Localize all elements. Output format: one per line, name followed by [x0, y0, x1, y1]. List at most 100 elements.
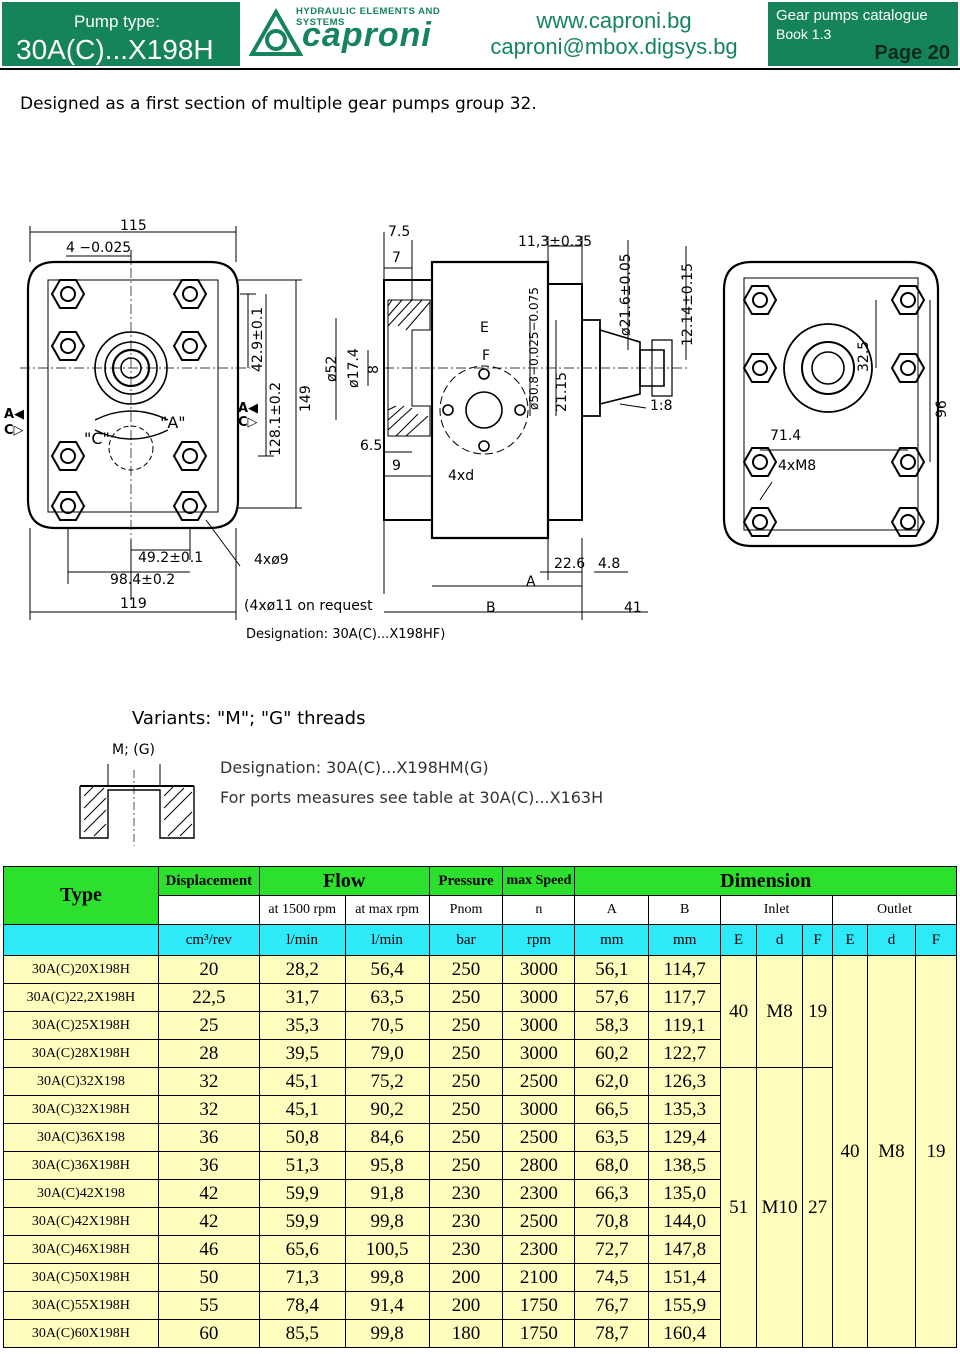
cell-p: 250 — [428, 1067, 504, 1096]
cell-p: 230 — [428, 1207, 504, 1236]
pump-type-box: Pump type: 30A(C)...X198H — [2, 2, 240, 66]
sub-b: B — [648, 895, 722, 925]
side-c-marker-2: C▷ — [238, 415, 258, 430]
rotation-c-label: "C" — [84, 429, 110, 448]
cell-n: 3000 — [502, 1039, 576, 1068]
dim-4xd: 4xd — [448, 468, 474, 484]
cell-b: 135,3 — [648, 1095, 722, 1124]
dim-149: 149 — [298, 385, 314, 412]
cell-disp: 46 — [157, 1235, 260, 1264]
cell-f1: 45,1 — [258, 1095, 346, 1124]
cell-f2: 75,2 — [344, 1067, 430, 1096]
inlet-e-group: 40 — [720, 955, 758, 1068]
dim-98-4: 98.4±0.2 — [110, 572, 175, 588]
cell-a: 66,3 — [574, 1179, 650, 1208]
col-pressure-header: Pressure — [428, 866, 504, 896]
cell-disp: 55 — [157, 1291, 260, 1320]
inlet-d-group: M10 — [756, 1067, 804, 1348]
cell-f2: 79,0 — [344, 1039, 430, 1068]
unit-speed: rpm — [502, 924, 576, 956]
cell-p: 250 — [428, 1039, 504, 1068]
dim-9: 9 — [392, 458, 401, 474]
caproni-logo: HYDRAULIC ELEMENTS AND SYSTEMS caproni — [244, 2, 456, 66]
cell-n: 3000 — [502, 983, 576, 1012]
cell-f2: 91,4 — [344, 1291, 430, 1320]
dim-128-1: 128.1±0.2 — [268, 382, 284, 456]
cell-b: 126,3 — [648, 1067, 722, 1096]
cell-f1: 51,3 — [258, 1151, 346, 1180]
cell-a: 56,1 — [574, 955, 650, 984]
rotation-a-label: "A" — [160, 413, 186, 432]
dim-49-2: 49.2±0.1 — [138, 550, 203, 566]
cell-p: 250 — [428, 1011, 504, 1040]
dim-115: 115 — [120, 218, 147, 234]
sub-disp — [157, 895, 260, 925]
intro-text: Designed as a first section of multiple … — [20, 94, 537, 114]
cell-a: 58,3 — [574, 1011, 650, 1040]
cell-type: 30A(C)32X198 — [3, 1067, 159, 1096]
dim-A: A — [526, 574, 536, 590]
email-link[interactable]: caproni@mbox.digsys.bg — [490, 34, 738, 59]
dim-21-15: 21.15 — [554, 372, 570, 412]
sub-outlet: Outlet — [832, 895, 957, 925]
cell-a: 68,0 — [574, 1151, 650, 1180]
sub-speed: n — [502, 895, 576, 925]
cell-n: 2300 — [502, 1179, 576, 1208]
side-a-marker: A◀ — [4, 407, 24, 422]
logo-mark-icon — [248, 7, 304, 56]
variant-designation: Designation: 30A(C)...X198HM(G) — [220, 758, 489, 777]
side-a-marker-2: A◀ — [238, 401, 258, 416]
cell-f1: 35,3 — [258, 1011, 346, 1040]
cell-type: 30A(C)60X198H — [3, 1319, 159, 1348]
cell-b: 144,0 — [648, 1207, 722, 1236]
cell-f1: 59,9 — [258, 1207, 346, 1236]
cell-f1: 28,2 — [258, 955, 346, 984]
pump-type-label: Pump type: — [74, 12, 160, 31]
cell-b: 147,8 — [648, 1235, 722, 1264]
dim-B: B — [486, 600, 496, 616]
dim-96: 96 — [934, 400, 950, 418]
cell-f1: 45,1 — [258, 1067, 346, 1096]
cell-a: 70,8 — [574, 1207, 650, 1236]
outlet-f: 19 — [914, 955, 958, 1348]
cell-n: 2100 — [502, 1263, 576, 1292]
cell-disp: 25 — [157, 1011, 260, 1040]
dim-12-14: 12.14±0.15 — [680, 263, 696, 346]
cell-disp: 42 — [157, 1179, 260, 1208]
cell-p: 250 — [428, 1123, 504, 1152]
dim-119: 119 — [120, 596, 147, 612]
cell-type: 30A(C)25X198H — [3, 1011, 159, 1040]
dim-7: 7 — [392, 250, 401, 266]
inlet-d-group: M8 — [756, 955, 804, 1068]
cell-a: 66,5 — [574, 1095, 650, 1124]
sub-flow-max: at max rpm — [344, 895, 430, 925]
dim-4tol: 4 −0.025 — [66, 240, 131, 256]
unit-inlet-d: d — [756, 924, 804, 956]
dim-4-8: 4.8 — [598, 556, 620, 572]
cell-disp: 22,5 — [157, 983, 260, 1012]
cell-f2: 90,2 — [344, 1095, 430, 1124]
unit-outlet-f: F — [914, 924, 958, 956]
cell-disp: 20 — [157, 955, 260, 984]
cell-type: 30A(C)32X198H — [3, 1095, 159, 1124]
cell-type: 30A(C)28X198H — [3, 1039, 159, 1068]
unit-flow-1: l/min — [258, 924, 346, 956]
cell-f2: 99,8 — [344, 1207, 430, 1236]
website-link[interactable]: www.caproni.bg — [536, 8, 692, 33]
cell-b: 135,0 — [648, 1179, 722, 1208]
col-type-header: Type — [3, 866, 159, 925]
inlet-f-group: 27 — [802, 1067, 834, 1348]
cell-n: 1750 — [502, 1319, 576, 1348]
cell-b: 138,5 — [648, 1151, 722, 1180]
cell-b: 160,4 — [648, 1319, 722, 1348]
cell-type: 30A(C)20X198H — [3, 955, 159, 984]
cell-n: 3000 — [502, 1011, 576, 1040]
dim-17-4: ø17.4 — [346, 348, 362, 388]
dim-4xm8: 4xM8 — [778, 458, 816, 474]
cell-type: 30A(C)22,2X198H — [3, 983, 159, 1012]
